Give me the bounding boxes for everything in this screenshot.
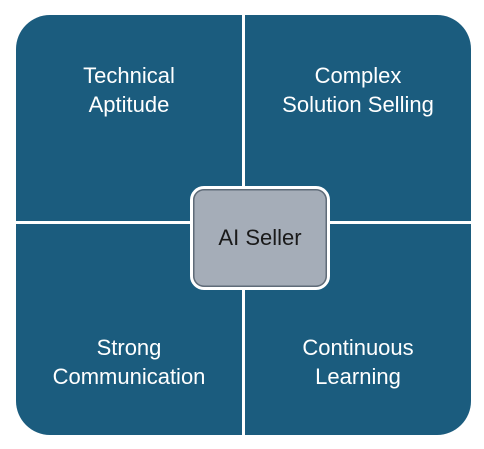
quadrant-label: Complex Solution Selling — [282, 63, 434, 117]
four-quadrant-diagram: Technical Aptitude Complex Solution Sell… — [16, 15, 471, 435]
quadrant-technical-aptitude: Technical Aptitude — [16, 15, 242, 221]
center-label: AI Seller — [218, 225, 302, 250]
quadrant-label: Strong Communication — [52, 335, 206, 389]
quadrant-label: Technical Aptitude — [83, 63, 175, 117]
quadrant-label: Continuous Learning — [302, 335, 414, 389]
center-box: AI Seller — [190, 186, 330, 290]
